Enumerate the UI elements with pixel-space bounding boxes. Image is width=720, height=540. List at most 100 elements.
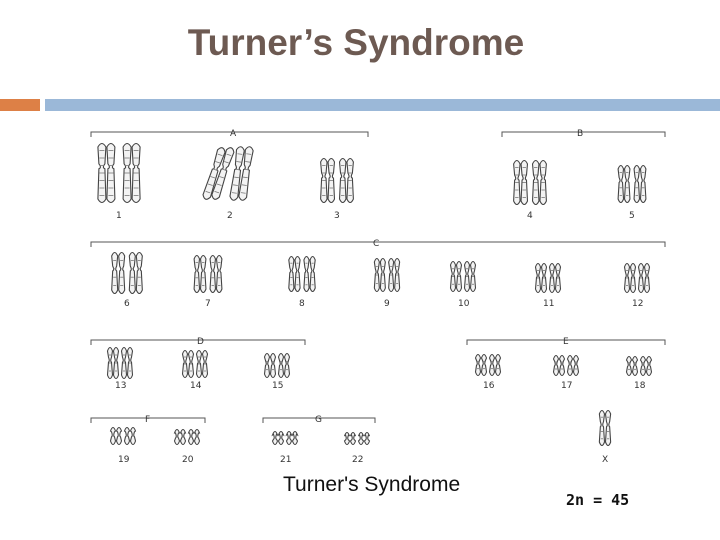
chromosome-20-b	[187, 428, 201, 446]
title-rule	[45, 99, 720, 111]
pair-label-21: 21	[280, 455, 291, 465]
chromosome-12-b	[637, 262, 651, 294]
chromosome-14-b	[195, 349, 209, 379]
chromosome-4-b	[531, 159, 547, 206]
chromosome-15-a	[263, 352, 277, 379]
chromosome-pair-6	[111, 251, 143, 295]
chromosome-pair-12	[623, 262, 651, 294]
group-label-e: E	[563, 337, 569, 347]
chromosome-16-a	[474, 353, 488, 377]
chromosome-5-b	[633, 164, 647, 204]
chromosome-8-b	[303, 255, 316, 293]
pair-label-22: 22	[352, 455, 363, 465]
group-label-c: C	[373, 239, 379, 249]
chromosome-13-b	[120, 346, 134, 380]
chromosome-21-a	[271, 430, 285, 446]
chromosome-pair-11	[534, 262, 562, 294]
pair-label-20: 20	[182, 455, 194, 465]
chromosome-pair-17	[552, 354, 580, 377]
group-brackets	[90, 131, 666, 423]
chromosome-x	[598, 409, 612, 447]
chromosome-6-a	[111, 251, 126, 295]
chromosome-pair-22	[343, 431, 371, 446]
chromosome-7-a	[193, 254, 207, 294]
pair-label-11: 11	[543, 299, 554, 309]
karyotype-caption: Turner's Syndrome	[283, 473, 460, 496]
chromosome-17-b	[566, 354, 580, 377]
group-label-g: G	[315, 415, 322, 425]
chromosome-pair-20	[173, 428, 201, 446]
group-label-f: F	[145, 415, 150, 425]
chromosome-1-a	[97, 142, 116, 204]
chromosome-pairs	[97, 142, 653, 447]
chromosome-pair-8	[288, 255, 316, 293]
chromosome-pair-7	[193, 254, 223, 294]
pair-label-13: 13	[115, 381, 126, 391]
chromosome-17-a	[552, 354, 566, 377]
chromosome-8-a	[288, 255, 301, 293]
chromosome-16-b	[488, 353, 502, 377]
pair-label-5: 5	[629, 211, 635, 221]
pair-label-3: 3	[334, 211, 340, 221]
pair-label-19: 19	[118, 455, 130, 465]
chromosome-pair-21	[271, 430, 299, 446]
chromosome-15-b	[277, 352, 291, 379]
group-label-b: B	[577, 129, 583, 139]
chromosome-pair-5	[617, 164, 647, 204]
pair-label-6: 6	[124, 299, 130, 309]
chromosome-2-a	[202, 147, 235, 200]
chromosome-9-b	[388, 257, 401, 293]
group-label-a: A	[230, 129, 237, 139]
chromosome-3-b	[338, 157, 354, 204]
pair-label-16: 16	[483, 381, 495, 391]
pair-label-7: 7	[205, 299, 211, 309]
chromosome-13-a	[106, 346, 120, 380]
group-labels: A B C D E F G	[145, 129, 583, 425]
chromosome-1-b	[122, 142, 141, 204]
chromosome-21-b	[285, 430, 299, 446]
pair-label-8: 8	[299, 299, 305, 309]
chromosome-14-a	[181, 349, 195, 379]
chromosome-22-a	[343, 431, 357, 446]
chromosome-19-a	[109, 426, 123, 446]
chromosome-pair-13	[106, 346, 134, 380]
chromosome-pair-19	[109, 426, 137, 446]
pair-label-1: 1	[116, 211, 122, 221]
chromosome-4-a	[513, 159, 529, 206]
pair-label-18: 18	[634, 381, 646, 391]
chromosome-pair-18	[625, 355, 653, 377]
chromosome-10-a	[449, 260, 463, 293]
chromosome-18-b	[639, 355, 653, 377]
chromosome-pair-2	[202, 146, 254, 201]
chromosome-pair-1	[97, 142, 141, 204]
pair-label-4: 4	[527, 211, 533, 221]
chromosome-10-b	[463, 260, 477, 293]
chromosome-pair-14	[181, 349, 209, 379]
chromosome-11-a	[534, 262, 548, 294]
accent-bar	[0, 99, 40, 111]
chromosome-7-b	[209, 254, 223, 294]
slide-title: Turner’s Syndrome	[187, 22, 525, 63]
group-label-d: D	[197, 337, 204, 347]
chromosome-2-b	[229, 146, 254, 201]
chromosome-pair-4	[513, 159, 547, 206]
pair-label-2: 2	[227, 211, 233, 221]
chromosome-11-b	[548, 262, 562, 294]
pair-label-17: 17	[561, 381, 572, 391]
chromosome-6-b	[128, 251, 143, 295]
pair-label-9: 9	[384, 299, 390, 309]
chromosome-18-a	[625, 355, 639, 377]
chromosome-5-a	[617, 164, 631, 204]
chromosome-9-a	[373, 257, 386, 293]
chromosome-22-b	[357, 431, 371, 446]
sex-chromosome-label: X	[602, 455, 608, 465]
pair-label-10: 10	[458, 299, 470, 309]
pair-label-12: 12	[632, 299, 643, 309]
chromosome-pair-9	[373, 257, 401, 293]
chromosome-20-a	[173, 428, 187, 446]
chromosome-pair-10	[449, 260, 477, 293]
chromosome-3-a	[320, 157, 336, 204]
chromosome-pair-15	[263, 352, 291, 379]
